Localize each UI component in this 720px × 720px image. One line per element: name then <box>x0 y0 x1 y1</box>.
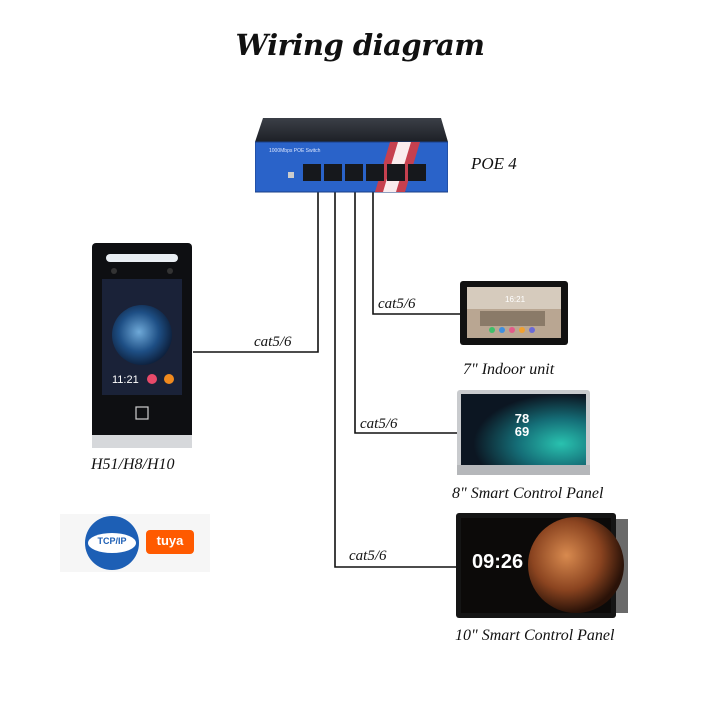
doorbell-graphic <box>92 243 192 448</box>
doorbell-device: 11:21 <box>92 243 192 448</box>
smart-panel-10-graphic <box>456 513 628 618</box>
tuya-logo <box>146 530 194 554</box>
smart-panel-8: 78 69 <box>457 390 590 475</box>
indoor-unit-time: 16:21 <box>505 295 526 304</box>
smart-panel-8-clock: 78 69 <box>514 411 530 439</box>
cable-10-panel <box>334 188 457 568</box>
smart-panel-10-clock: 09:26 <box>472 551 524 573</box>
cable-8-panel <box>354 188 462 434</box>
cable-doorbell <box>193 188 319 353</box>
doorbell-screen-time: 11:21 <box>112 374 139 386</box>
indoor-unit-7: 16:21 <box>460 281 568 345</box>
smart-panel-10-cable-label: cat5/6 <box>349 548 387 564</box>
smart-panel-8-label: 8" Smart Control Panel <box>452 485 604 502</box>
switch-label: POE 4 <box>471 154 517 173</box>
logo-strip: TCP/IP tuya <box>60 514 210 572</box>
indoor-unit-cable-label: cat5/6 <box>378 296 416 312</box>
diagram-title: Wiring diagram <box>235 28 485 62</box>
smart-panel-10-label: 10" Smart Control Panel <box>455 627 615 644</box>
doorbell-label: H51/H8/H10 <box>91 456 175 473</box>
switch-face-text: 1000Mbps POE Switch <box>269 148 321 154</box>
tcpip-logo-text: TCP/IP <box>97 536 127 546</box>
cable-indoor-unit <box>372 188 460 315</box>
smart-panel-8-graphic <box>457 390 590 475</box>
smart-panel-10: 09:26 <box>456 513 632 618</box>
doorbell-cable-label: cat5/6 <box>254 334 292 350</box>
tuya-logo-text: tuya <box>156 533 184 548</box>
indoor-unit-label: 7" Indoor unit <box>463 361 555 378</box>
poe-switch: 1000Mbps POE Switch <box>254 116 449 194</box>
tcpip-logo <box>85 516 139 570</box>
smart-panel-8-cable-label: cat5/6 <box>360 416 398 432</box>
poe-switch-graphic <box>254 118 449 193</box>
indoor-unit-graphic <box>460 281 568 345</box>
